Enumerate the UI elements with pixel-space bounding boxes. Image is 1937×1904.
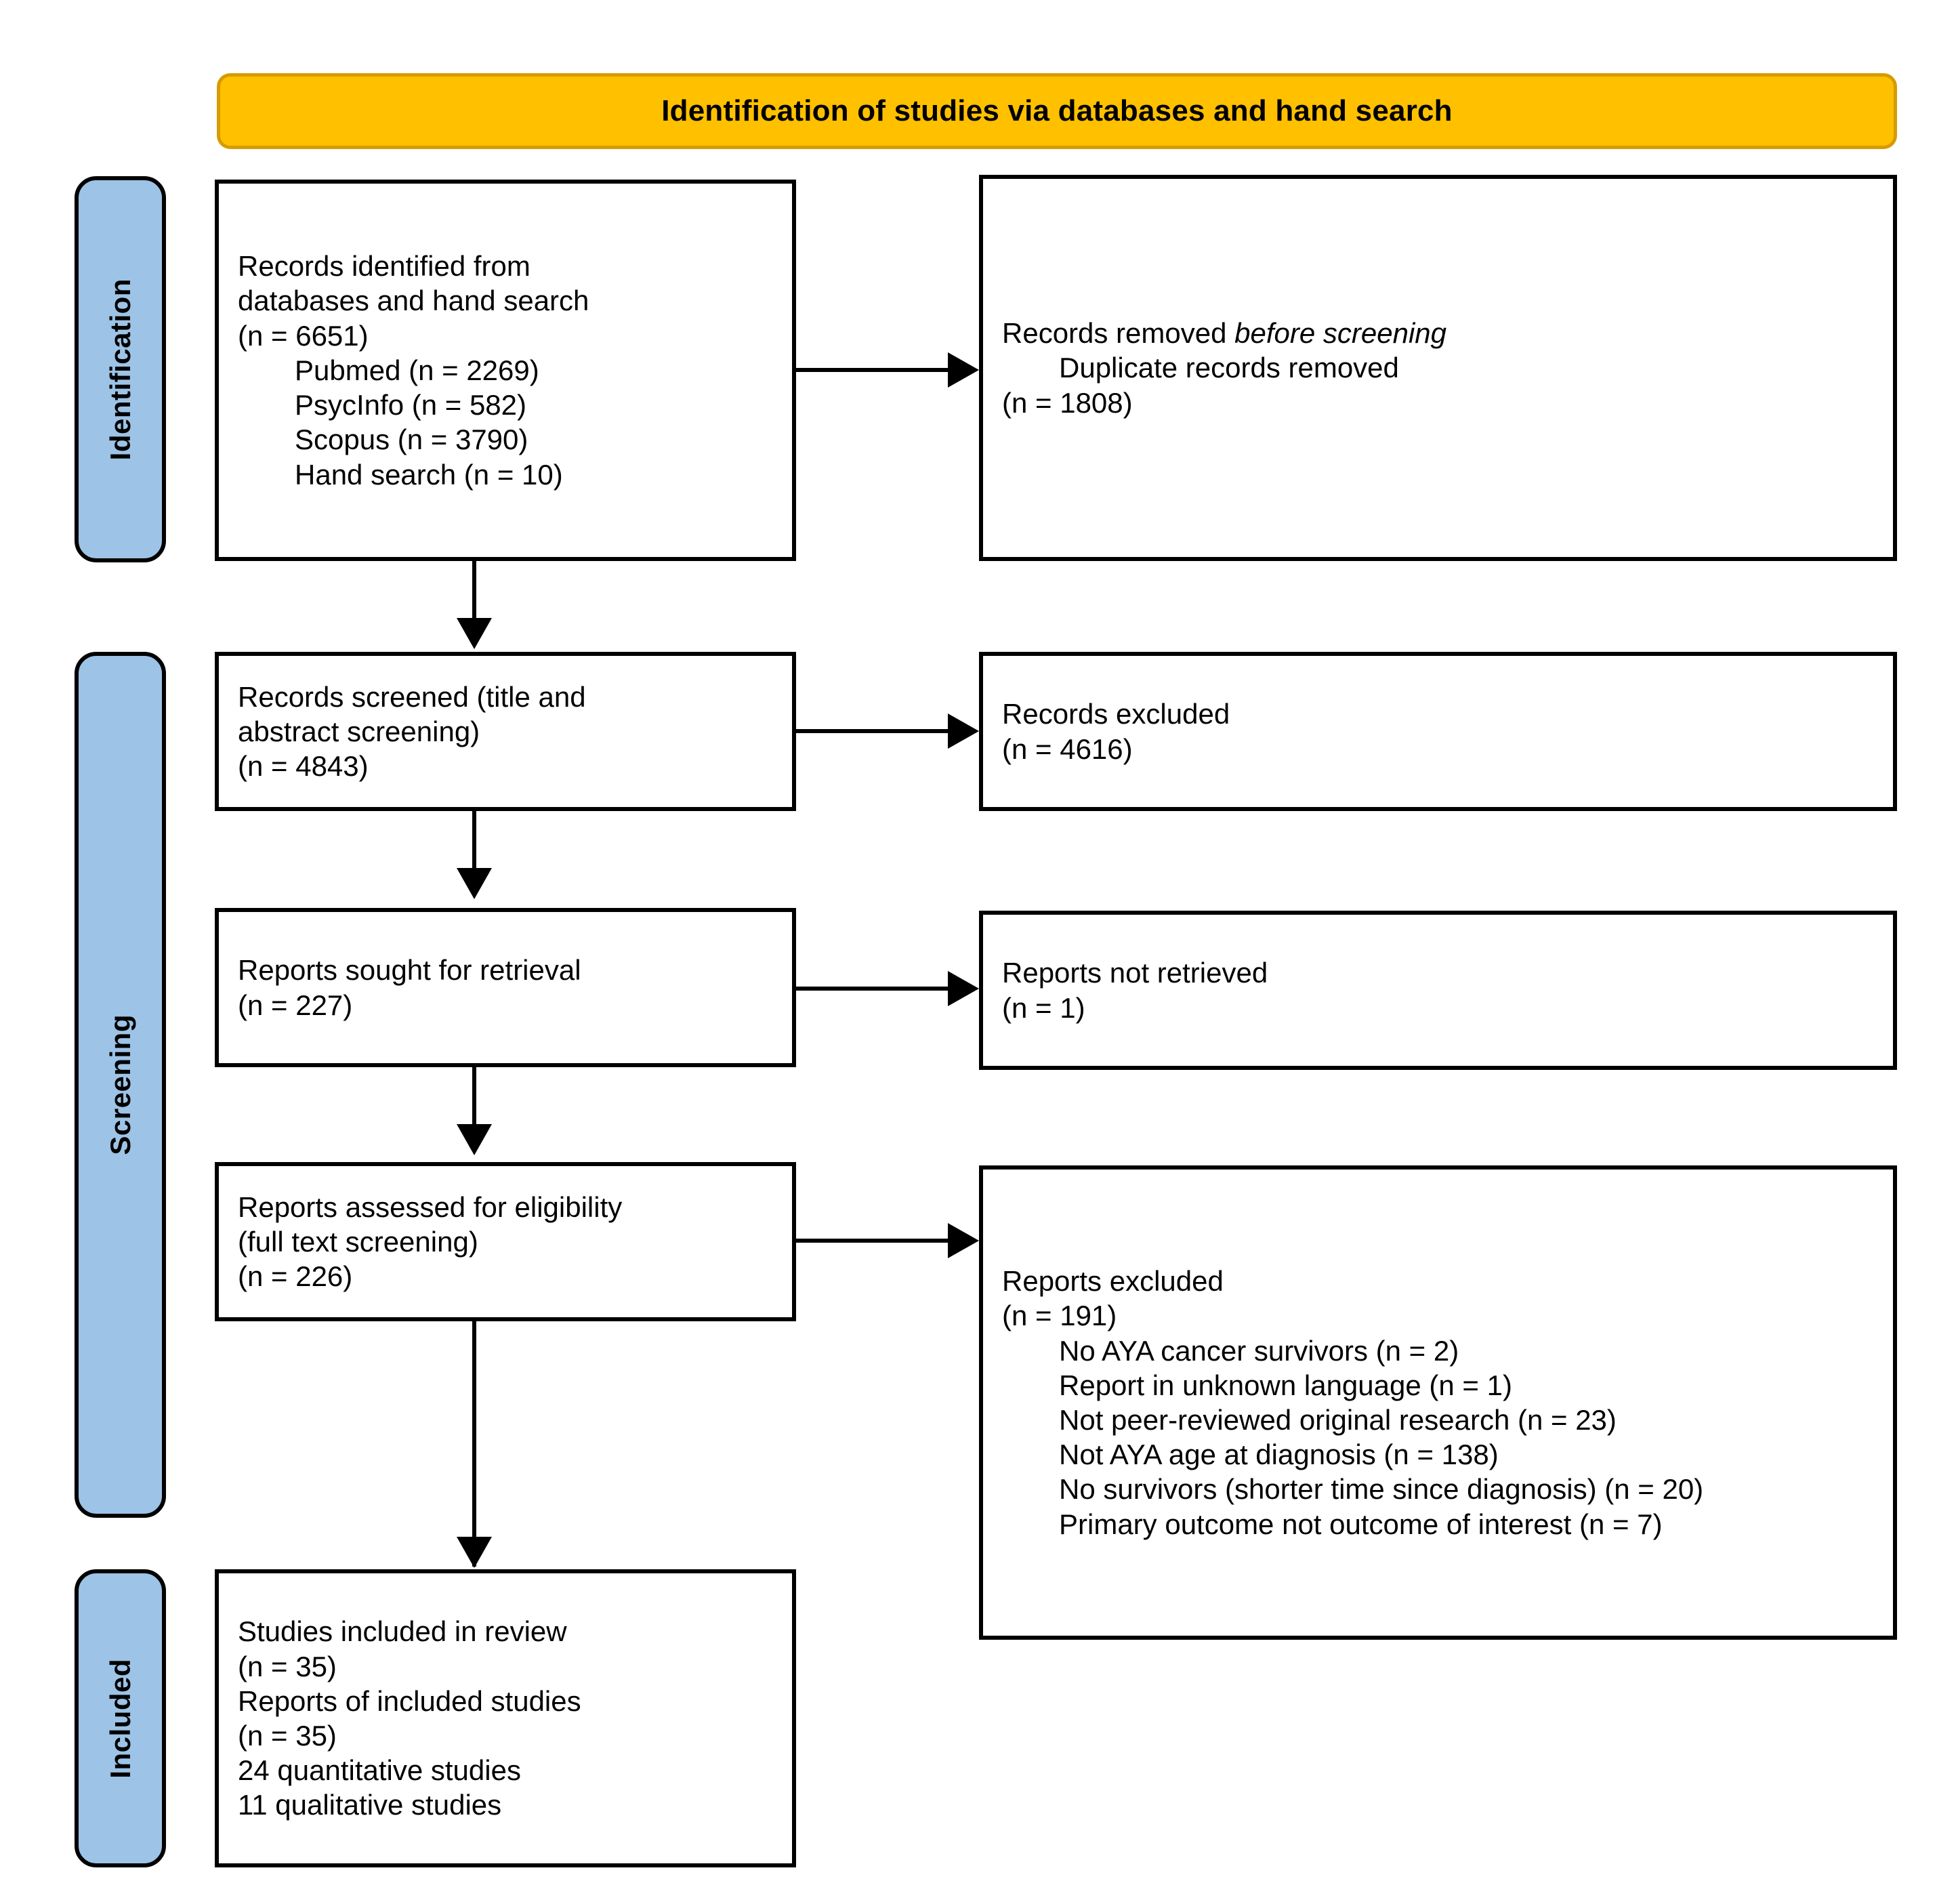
box-line: (n = 4843) bbox=[238, 750, 369, 783]
box-line: Report in unknown language (n = 1) bbox=[1059, 1369, 1512, 1401]
connector-identified-to-removed bbox=[796, 368, 948, 372]
box-reports-not-retrieved: Reports not retrieved (n = 1) bbox=[979, 911, 1897, 1070]
arrowhead-identified-to-removed bbox=[948, 352, 979, 388]
diagram-header-banner: Identification of studies via databases … bbox=[217, 73, 1897, 149]
box-records-removed-before-screening: Records removed before screening Duplica… bbox=[979, 175, 1897, 561]
arrowhead-identified-to-screened bbox=[457, 618, 492, 649]
arrowhead-screened-to-sought bbox=[457, 868, 492, 899]
box-line: PsycInfo (n = 582) bbox=[295, 389, 527, 421]
box-line: abstract screening) bbox=[238, 715, 480, 747]
box-line: 24 quantitative studies bbox=[238, 1754, 521, 1787]
box-records-excluded: Records excluded (n = 4616) bbox=[979, 652, 1897, 811]
stage-label-screening: Screening bbox=[75, 652, 166, 1518]
arrowhead-assessed-to-excluded bbox=[948, 1223, 979, 1258]
box-line: No survivors (shorter time since diagnos… bbox=[1059, 1473, 1704, 1506]
box-line: Reports of included studies bbox=[238, 1684, 581, 1717]
box-line: Records identified from bbox=[238, 250, 530, 283]
box-reports-excluded-detail: Reports excluded (n = 191) No AYA cancer… bbox=[979, 1165, 1897, 1640]
box-line: (n = 1) bbox=[1002, 991, 1085, 1024]
arrowhead-sought-to-assessed bbox=[457, 1124, 492, 1155]
connector-sought-to-assessed bbox=[472, 1067, 476, 1127]
box-reports-sought: Reports sought for retrieval (n = 227) bbox=[215, 908, 796, 1067]
stage-label-included-text: Included bbox=[104, 1658, 136, 1779]
arrowhead-sought-to-not-retrieved bbox=[948, 971, 979, 1006]
box-line: Duplicate records removed bbox=[1059, 352, 1399, 384]
box-line: (n = 226) bbox=[238, 1260, 353, 1293]
box-records-screened: Records screened (title and abstract scr… bbox=[215, 652, 796, 811]
box-line: (full text screening) bbox=[238, 1225, 478, 1258]
box-line: Studies included in review bbox=[238, 1615, 567, 1648]
box-line: Not peer-reviewed original research (n =… bbox=[1059, 1404, 1617, 1436]
connector-screened-to-sought bbox=[472, 811, 476, 871]
stage-label-identification: Identification bbox=[75, 176, 166, 562]
box-line: (n = 191) bbox=[1002, 1300, 1117, 1332]
connector-sought-to-not-retrieved bbox=[796, 987, 948, 991]
box-line: (n = 1808) bbox=[1002, 386, 1133, 419]
stage-label-included: Included bbox=[75, 1569, 166, 1867]
box-line: (n = 227) bbox=[238, 989, 353, 1021]
box-line: Primary outcome not outcome of interest … bbox=[1059, 1508, 1663, 1540]
connector-assessed-to-included bbox=[472, 1321, 476, 1567]
box-line: (n = 4616) bbox=[1002, 732, 1133, 765]
connector-identified-to-screened bbox=[472, 561, 476, 621]
box-studies-included: Studies included in review (n = 35) Repo… bbox=[215, 1569, 796, 1867]
box-line-italic: before screening bbox=[1234, 317, 1447, 350]
box-line: Records excluded bbox=[1002, 698, 1230, 730]
connector-screened-to-excluded bbox=[796, 729, 948, 733]
box-reports-assessed: Reports assessed for eligibility (full t… bbox=[215, 1162, 796, 1321]
arrowhead-screened-to-excluded bbox=[948, 713, 979, 749]
box-line: Reports excluded bbox=[1002, 1265, 1224, 1298]
box-line: No AYA cancer survivors (n = 2) bbox=[1059, 1334, 1459, 1367]
box-line: (n = 35) bbox=[238, 1650, 337, 1682]
box-line: databases and hand search bbox=[238, 285, 589, 317]
box-line: Records removed before screening bbox=[1002, 317, 1447, 350]
box-records-identified: Records identified from databases and ha… bbox=[215, 180, 796, 561]
box-line: Reports sought for retrieval bbox=[238, 954, 581, 987]
stage-label-identification-text: Identification bbox=[104, 278, 136, 461]
box-line: (n = 35) bbox=[238, 1720, 337, 1752]
box-line: Reports assessed for eligibility bbox=[238, 1191, 623, 1223]
box-line: 11 qualitative studies bbox=[238, 1789, 502, 1821]
box-line: Records screened (title and bbox=[238, 680, 586, 713]
box-line: Hand search (n = 10) bbox=[295, 458, 563, 491]
diagram-title: Identification of studies via databases … bbox=[661, 94, 1453, 127]
connector-assessed-to-excluded bbox=[796, 1239, 948, 1243]
box-line: (n = 6651) bbox=[238, 319, 369, 352]
box-line: Not AYA age at diagnosis (n = 138) bbox=[1059, 1439, 1499, 1471]
box-line: Scopus (n = 3790) bbox=[295, 423, 528, 456]
arrowhead-assessed-to-included bbox=[457, 1537, 492, 1568]
box-line: Pubmed (n = 2269) bbox=[295, 354, 539, 386]
box-line: Reports not retrieved bbox=[1002, 957, 1268, 989]
stage-label-screening-text: Screening bbox=[104, 1014, 136, 1155]
